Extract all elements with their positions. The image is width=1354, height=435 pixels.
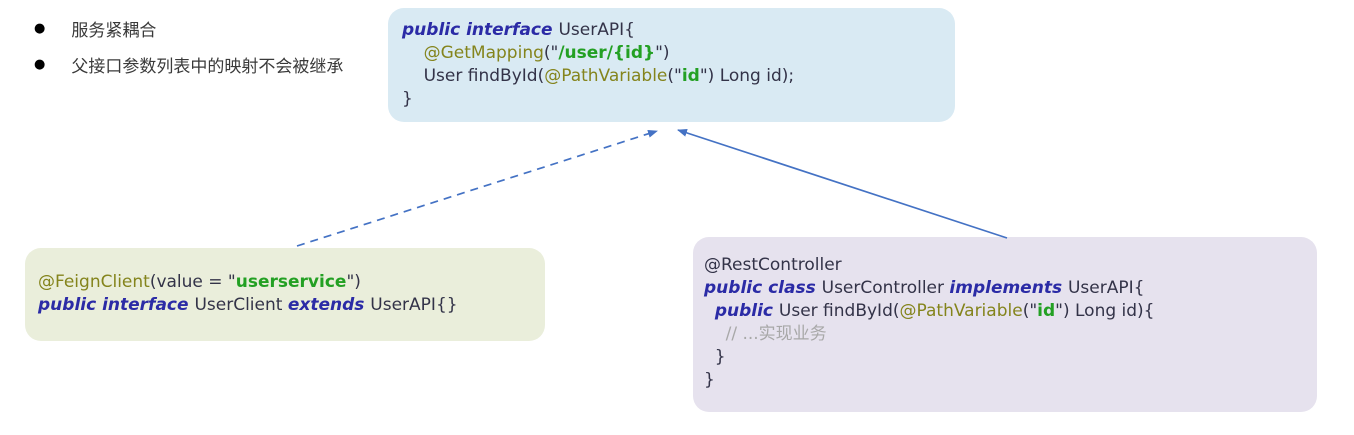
code-line: @RestController	[704, 254, 1306, 277]
code-line: }	[402, 88, 941, 111]
code-token-keyword: public interface	[38, 295, 195, 315]
code-token-keyword: extends	[287, 295, 371, 315]
code-token-annotation: @FeignClient	[38, 272, 150, 292]
code-token-plain: }	[704, 347, 726, 367]
code-line: @GetMapping("/user/{id}")	[402, 42, 941, 65]
code-token-plain	[704, 301, 715, 321]
code-token-plain: ") Long id);	[699, 66, 795, 86]
code-token-string: id	[681, 66, 700, 86]
code-line: User findById(@PathVariable("id") Long i…	[402, 65, 941, 88]
code-token-annotation: @PathVariable	[899, 301, 1023, 321]
code-token-plain: ("	[543, 43, 559, 63]
code-token-plain: UserAPI{	[1067, 278, 1145, 298]
code-line: @FeignClient(value = "userservice")	[38, 271, 532, 294]
code-token-plain: ("	[1022, 301, 1038, 321]
code-line: public User findById(@PathVariable("id")…	[704, 300, 1306, 323]
code-token-keyword: public class	[704, 278, 822, 298]
code-token-plain: @RestController	[704, 255, 842, 275]
code-token-plain: ")	[346, 272, 361, 292]
bullet-dot-icon: ●	[34, 56, 46, 72]
code-token-annotation: @PathVariable	[544, 66, 668, 86]
code-token-plain: UserAPI{}	[370, 295, 458, 315]
userclient-code-box: @FeignClient(value = "userservice")publi…	[25, 248, 545, 341]
code-token-plain: }	[704, 370, 715, 390]
code-line: }	[704, 346, 1306, 369]
code-token-plain: User findById(	[402, 66, 545, 86]
bullet-text: 服务紧耦合	[71, 20, 157, 41]
code-token-comment: // ...实现业务	[704, 324, 827, 344]
code-line: public interface UserAPI{	[402, 19, 941, 42]
code-token-plain: UserClient	[194, 295, 288, 315]
code-token-annotation: @GetMapping	[423, 43, 544, 63]
code-token-plain: }	[402, 89, 413, 109]
code-token-string: id	[1037, 301, 1056, 321]
code-line: public class UserController implements U…	[704, 277, 1306, 300]
code-token-keyword: public	[714, 301, 779, 321]
code-token-string: /user/{id}	[558, 43, 656, 63]
code-token-plain: ") Long id){	[1055, 301, 1155, 321]
implements-arrow-solid	[677, 129, 1008, 239]
code-token-plain: UserController	[821, 278, 950, 298]
bullet-dot-icon: ●	[34, 20, 46, 36]
bullet-list: ● 服务紧耦合 ● 父接口参数列表中的映射不会被继承	[34, 10, 343, 82]
extends-arrow-dashed	[296, 129, 658, 247]
code-token-keyword: implements	[949, 278, 1068, 298]
code-token-plain: ("	[667, 66, 682, 86]
code-line: }	[704, 369, 1306, 392]
code-token-string: userservice	[235, 272, 347, 292]
userapi-code-box: public interface UserAPI{ @GetMapping("/…	[388, 8, 955, 122]
code-token-keyword: public interface	[402, 20, 559, 40]
code-line: // ...实现业务	[704, 323, 1306, 346]
code-token-plain: (value = "	[149, 272, 236, 292]
bullet-item-tight-coupling: ● 服务紧耦合	[34, 10, 343, 46]
code-line: public interface UserClient extends User…	[38, 294, 532, 317]
code-token-plain: UserAPI{	[558, 20, 635, 40]
code-token-plain: User findById(	[778, 301, 900, 321]
bullet-text: 父接口参数列表中的映射不会被继承	[71, 56, 344, 77]
bullet-item-mapping-not-inherited: ● 父接口参数列表中的映射不会被继承	[34, 46, 343, 82]
code-token-plain: ")	[655, 43, 670, 63]
code-token-plain	[402, 43, 424, 63]
